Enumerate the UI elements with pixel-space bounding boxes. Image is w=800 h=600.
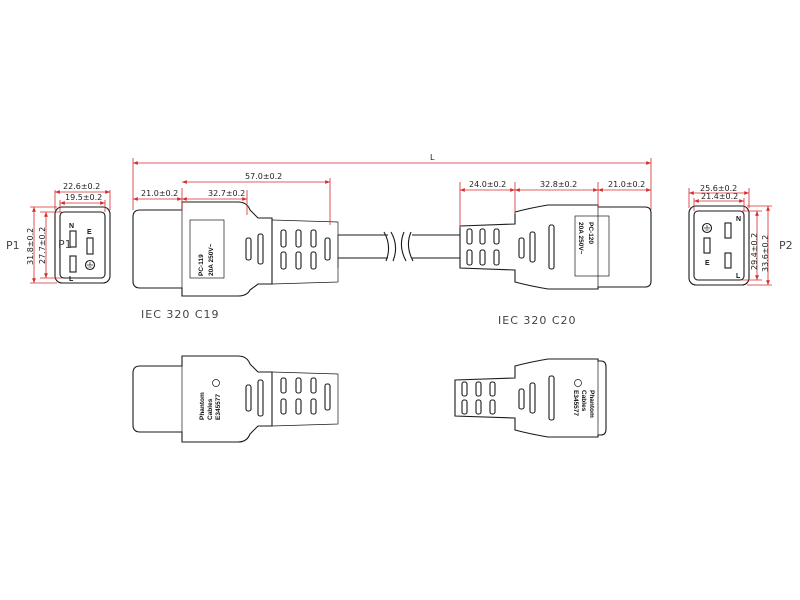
p2-end-view: N E L 25.6±0.2 21.4±0.2 29.4±0.2 33.6±0.… [688,184,793,286]
c19-connector-top: PC-119 20A 250V~ [132,201,339,297]
c20-dimensions: 24.0±0.2 32.8±0.2 21.0±0.2 [459,180,651,228]
p1-outer-height-label: 31.8±0.2 [26,228,35,265]
p2-pin-n: N [736,216,741,223]
overall-length-dimension: L [132,153,652,210]
c20-rating-line2: 20A 250V~ [577,222,584,255]
c19-dimensions: 21.0±0.2 57.0±0.2 32.7±0.2 [133,172,331,225]
c20-connector-top: PC-120 20A 250V~ [459,204,652,290]
cable [338,231,460,262]
p2-pin-l: L [736,273,741,280]
c19-label: IEC 320 C19 [141,308,220,321]
c19-maker-line2: Cables [207,398,214,420]
p2-pin-e: E [705,260,710,267]
ground-symbol-icon [701,222,713,234]
ul-listing-icon [212,379,220,387]
overall-length-label: L [430,153,435,162]
p1-pin-l: L [69,276,74,283]
c19-rating-line2: 20A 250V~ [208,243,215,276]
c19-front-width-label: 21.0±0.2 [141,189,178,198]
c20-boot-length-label: 24.0±0.2 [469,180,506,189]
p1-pin-e: E [87,229,92,236]
c19-maker-line3: E345577 [215,394,222,420]
p2-side-label: P2 [779,239,793,252]
ul-listing-icon [574,379,582,387]
ground-symbol-icon [84,259,96,271]
p2-inner-height-label: 29.4±0.2 [750,233,759,270]
p2-outer-height-label: 33.6±0.2 [761,235,770,272]
c19-rating-line1: PC-119 [198,254,205,276]
c20-label: IEC 320 C20 [498,314,577,327]
p1-pin-n: N [69,223,74,230]
p1-side-label: P1 [6,239,20,252]
p1-end-view: N E L P1 22.6±0.2 19.5±0.2 31.8±0.2 27.7… [6,182,111,284]
c19-body-length-label: 57.0±0.2 [245,172,282,181]
c20-maker-line1: Phantom [588,390,595,418]
p2-outer-width-label: 25.6±0.2 [700,184,737,193]
c19-maker-line1: Phantom [199,392,206,420]
p1-face-label: P1 [58,238,72,251]
p1-inner-width-label: 19.5±0.2 [65,193,102,202]
p2-inner-width-label: 21.4±0.2 [701,192,738,201]
c20-maker-line2: Cables [580,390,587,412]
c20-rating-line1: PC-120 [587,222,594,244]
c20-body-length-label: 32.8±0.2 [540,180,577,189]
c20-connector-bottom: Phantom Cables E345577 [454,358,607,438]
c20-front-width-label: 21.0±0.2 [608,180,645,189]
p1-inner-height-label: 27.7±0.2 [38,227,47,264]
c19-boot-length-label: 32.7±0.2 [208,189,245,198]
c19-connector-bottom: Phantom Cables E345577 [132,355,339,443]
c20-maker-line3: E345577 [572,390,579,416]
p1-outer-width-label: 22.6±0.2 [63,182,100,191]
